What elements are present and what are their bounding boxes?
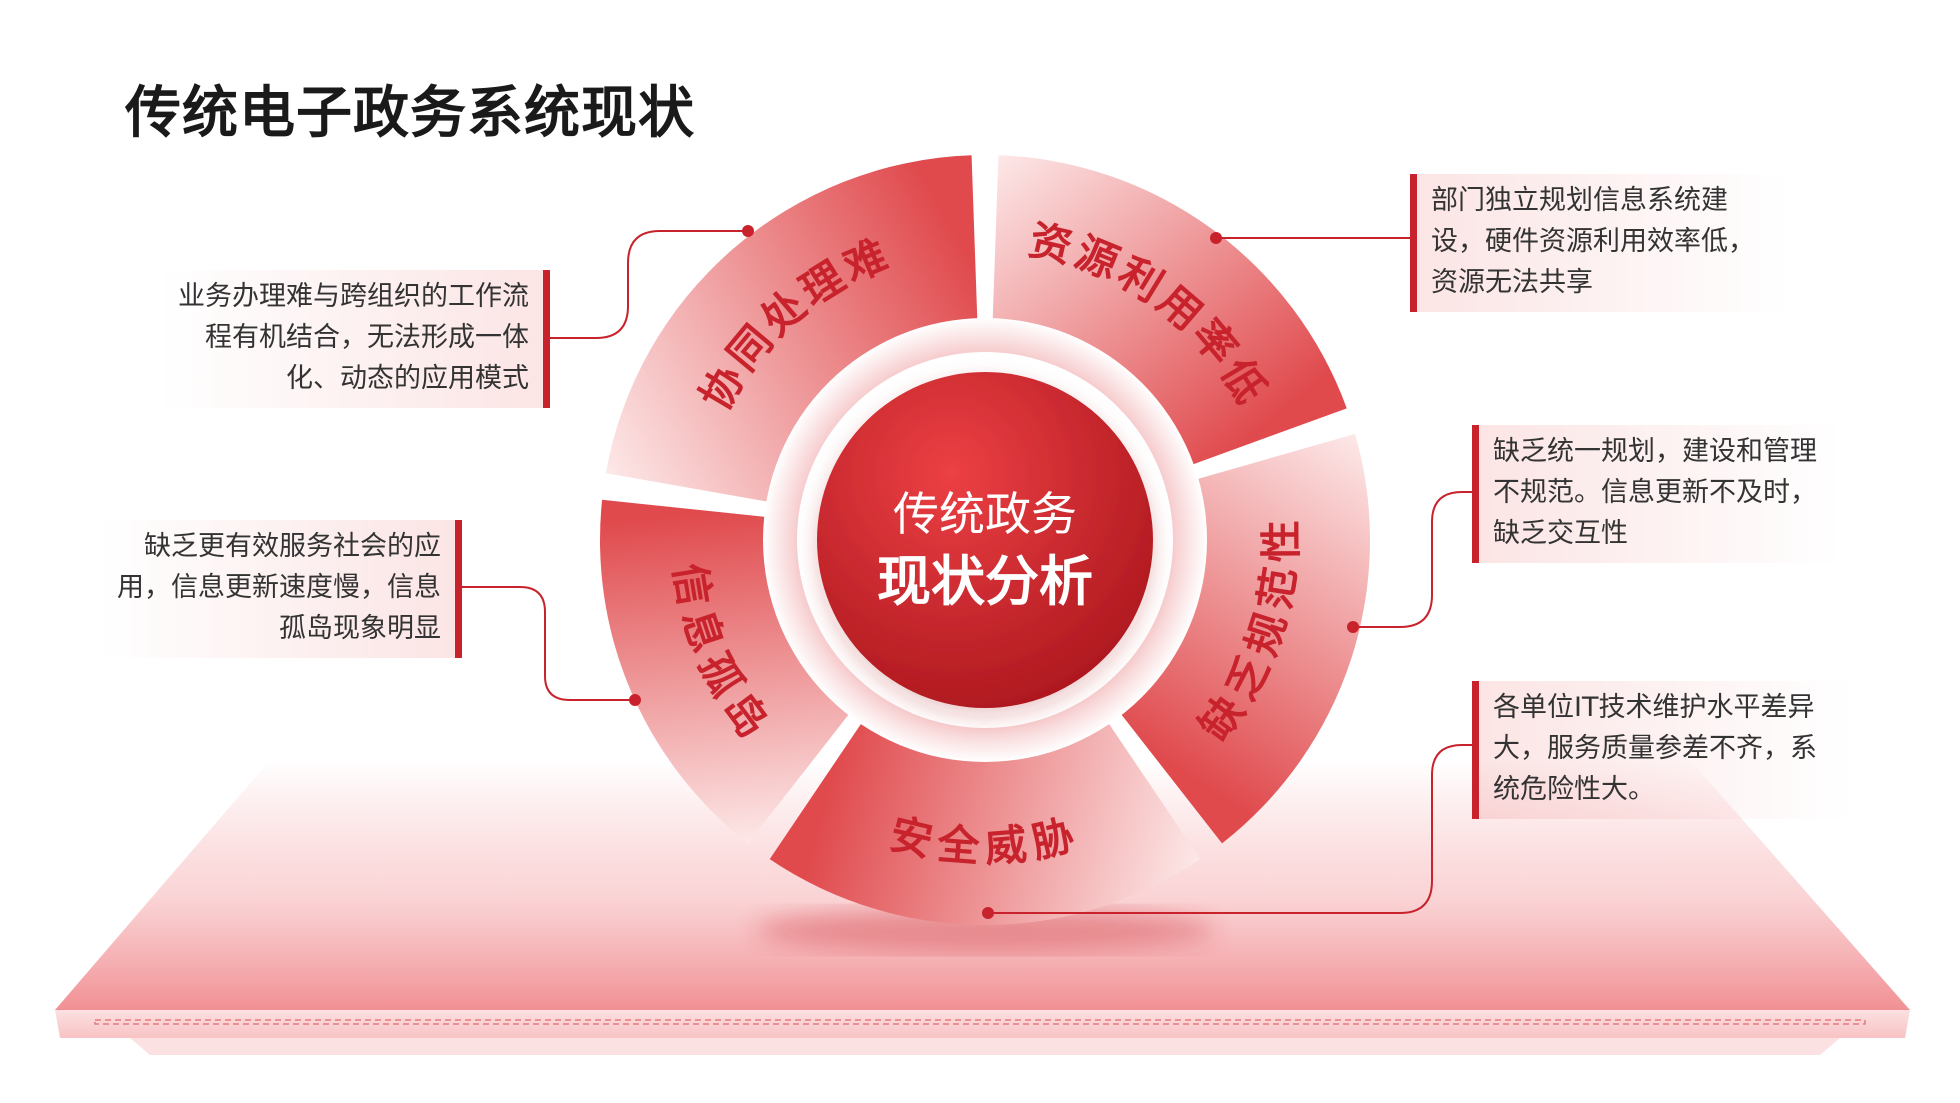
hub-line1: 传统政务 xyxy=(893,487,1077,541)
connector-information-silo xyxy=(462,586,635,701)
floor-platform-edge xyxy=(130,1038,1840,1055)
desc-collaboration: 业务办理难与跨组织的工作流程有机结合，无法形成一体化、动态的应用模式 xyxy=(160,270,550,408)
wheel-shadow xyxy=(755,908,1215,952)
connector-security xyxy=(988,744,1472,914)
segment-resource-utilization xyxy=(992,155,1347,466)
floor-platform-base xyxy=(55,1010,1910,1038)
floor-dashed-border xyxy=(94,1019,1866,1025)
segment-security-threat xyxy=(769,720,1201,925)
connector-collaboration-dot xyxy=(742,225,754,237)
connectors xyxy=(462,225,1472,919)
segment-information-silo xyxy=(599,499,851,844)
page-title: 传统电子政务系统现状 xyxy=(125,80,695,146)
desc-resource-utilization: 部门独立规划信息系统建设，硬件资源利用效率低，资源无法共享 xyxy=(1410,174,1790,312)
connector-standardization-dot xyxy=(1347,621,1359,633)
segment-standardization xyxy=(1119,433,1370,844)
connector-information-silo-dot xyxy=(629,694,641,706)
desc-information-silo: 缺乏更有效服务社会的应用，信息更新速度慢，信息孤岛现象明显 xyxy=(100,520,462,658)
connector-standardization xyxy=(1353,491,1472,628)
segment-collaboration xyxy=(605,155,978,503)
hub-circle xyxy=(817,372,1153,708)
connector-collaboration xyxy=(550,230,748,339)
connector-resource-dot xyxy=(1210,232,1222,244)
desc-security-threat: 各单位IT技术维护水平差异大，服务质量参差不齐，系统危险性大。 xyxy=(1472,681,1852,819)
connector-security-dot xyxy=(982,907,994,919)
hub-line2: 现状分析 xyxy=(877,549,1093,613)
desc-standardization: 缺乏统一规划，建设和管理不规范。信息更新不及时，缺乏交互性 xyxy=(1472,425,1842,563)
